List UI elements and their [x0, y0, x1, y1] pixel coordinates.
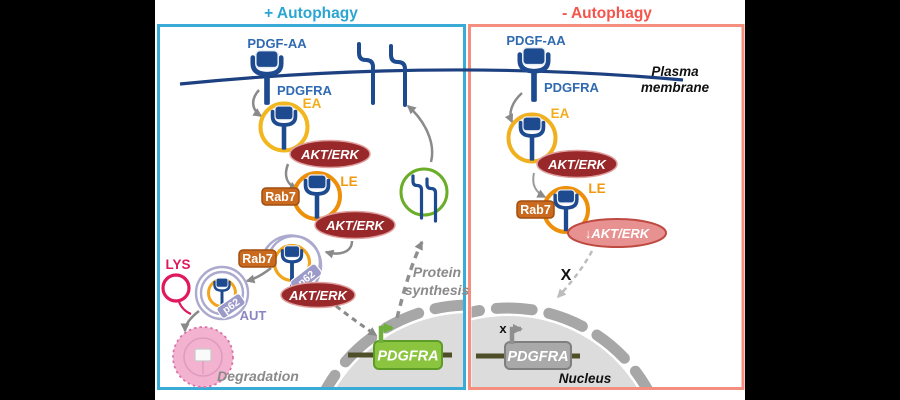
lys-label: LYS [165, 257, 190, 272]
arrow-aut-to-degradation [180, 310, 200, 333]
akt-erk-ellipse-amphisome [280, 281, 356, 309]
recycling-vesicle [399, 167, 449, 217]
rab7-badge-right [516, 200, 555, 219]
degradation-label: Degradation [217, 368, 299, 384]
pdgfra-label-left: PDGFRA [277, 83, 333, 98]
autolysosome-inner-ring [183, 337, 223, 377]
nucleus-label: Nucleus [559, 371, 612, 386]
rab7-badge-le-left [261, 187, 300, 206]
arrow-lysosome-fusion [177, 301, 192, 316]
pdgf-aa-label-left: PDGF-AA [247, 36, 307, 51]
plasma-membrane-line [179, 68, 684, 86]
arrow-amphisome-to-aut [245, 267, 272, 284]
le-label-left: LE [340, 174, 357, 189]
le-label-right: LE [588, 181, 605, 196]
gene-pdgfra-silenced-label: PDGFRA [507, 349, 568, 365]
akt-erk-label-amphisome: AKT/ERK [288, 288, 348, 303]
ea-label-left: EA [303, 96, 322, 111]
arrow-ea-to-le-right [532, 172, 547, 198]
lysosome-ring [161, 273, 191, 303]
minus-autophagy-panel [468, 24, 745, 390]
aut-label: AUT [240, 308, 267, 323]
promoter-arrow-active [378, 323, 394, 343]
gene-pdgfra-silenced-box [504, 341, 572, 370]
rab7-label-le-left: Rab7 [265, 190, 296, 204]
arrow-le-to-amphisome-left [324, 240, 354, 259]
protein-synthesis-label-line2: synthesis [405, 282, 470, 298]
akt-erk-label-right: AKT/ERK [547, 157, 607, 172]
arrow-internalization-left [252, 89, 263, 118]
x-blocked-signal: X [561, 267, 572, 284]
plus-autophagy-content: PDGF-AA PDGFRA EA AKT/ERK LE Rab7 AKT/ER… [161, 36, 470, 388]
plus-autophagy-title: + Autophagy [264, 5, 358, 22]
nuclear-envelope-right [471, 302, 653, 387]
pdgfra-label-right: PDGFRA [544, 80, 600, 95]
ea-label-right: EA [551, 106, 570, 121]
x-blocked-transcription: x [499, 321, 507, 336]
gene-pdgfra-active-box [373, 340, 443, 370]
pdgf-aa-label-right: PDGF-AA [506, 33, 566, 48]
akt-erk-ellipse-ea-left [289, 139, 371, 169]
arrow-protein-synthesis [395, 240, 424, 319]
akt-erk-reduced-label: ↓AKT/ERK [585, 226, 651, 241]
gene-pdgfra-active-label: PDGFRA [377, 349, 438, 365]
arrow-blocked-signal [556, 250, 594, 299]
minus-autophagy-content: PDGF-AA PDGFRA EA AKT/ERK LE Rab7 ↓AKT/E… [476, 33, 667, 386]
akt-erk-label-ea-left: AKT/ERK [300, 147, 360, 162]
akt-erk-ellipse-right [536, 149, 618, 179]
plus-autophagy-panel [157, 24, 466, 390]
plasma-membrane-label-line2: membrane [641, 80, 710, 95]
arrow-aktsignal-to-nucleus-left [335, 304, 378, 337]
degraded-receptor-icon [194, 348, 212, 362]
promoter-arrow-blocked [509, 324, 523, 344]
akt-erk-reduced-ellipse [567, 218, 667, 248]
minus-autophagy-title: - Autophagy [562, 5, 652, 22]
arrow-internalization-right [504, 92, 523, 124]
protein-synthesis-label-line1: Protein [413, 264, 461, 280]
akt-erk-ellipse-le-left [314, 210, 396, 240]
plasma-membrane-label-line1: Plasma [651, 64, 699, 79]
rab7-label-right: Rab7 [520, 203, 551, 217]
arrow-recycling-to-membrane [406, 105, 434, 163]
akt-erk-label-le-left: AKT/ERK [325, 218, 385, 233]
rab7-label-amphisome: Rab7 [242, 252, 273, 266]
rab7-badge-amphisome [238, 249, 277, 268]
